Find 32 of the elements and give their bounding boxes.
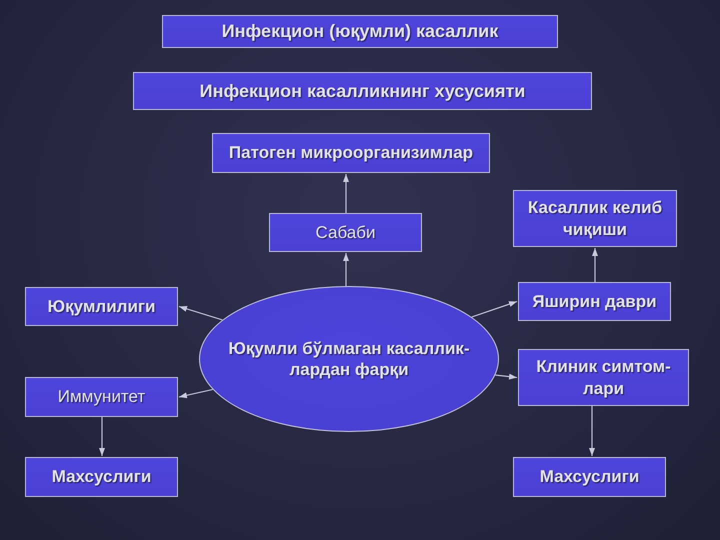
arrow (343, 174, 349, 213)
process-box (513, 190, 677, 247)
arrow (592, 248, 598, 282)
arrow (178, 306, 222, 320)
arrow (99, 417, 105, 456)
process-box (133, 72, 592, 110)
arrow (495, 374, 518, 380)
node-label: Юқумли бўлмаган касаллик- лардан фарқи (227, 338, 471, 380)
node-label: Махсуслиги (52, 466, 152, 488)
node-label: Яширин даври (532, 290, 657, 312)
process-box (212, 133, 490, 173)
node-label: Махсуслиги (540, 466, 640, 488)
process-box (25, 457, 178, 497)
process-box (518, 349, 689, 406)
node-label: Инфекцион касалликнинг хусусияти (200, 80, 526, 102)
arrow (178, 388, 213, 398)
node-label: Иммунитет (58, 386, 146, 408)
arrow (472, 300, 518, 318)
node-label: Касаллик келиб чиқиши (526, 197, 664, 240)
arrow (589, 406, 595, 456)
node-label: Юқумлилиги (48, 296, 156, 318)
process-box (518, 282, 671, 321)
node-label: Инфекцион (юқумли) касаллик (222, 20, 498, 43)
arrow (343, 253, 349, 286)
node-label: Клиник симтом- лари (535, 356, 672, 399)
process-box (269, 213, 422, 252)
process-box (25, 377, 178, 417)
process-box (513, 457, 666, 497)
node-label: Сабаби (316, 222, 376, 244)
process-box (162, 15, 558, 48)
process-box (25, 287, 178, 326)
node-label: Патоген микроорганизимлар (228, 142, 474, 164)
